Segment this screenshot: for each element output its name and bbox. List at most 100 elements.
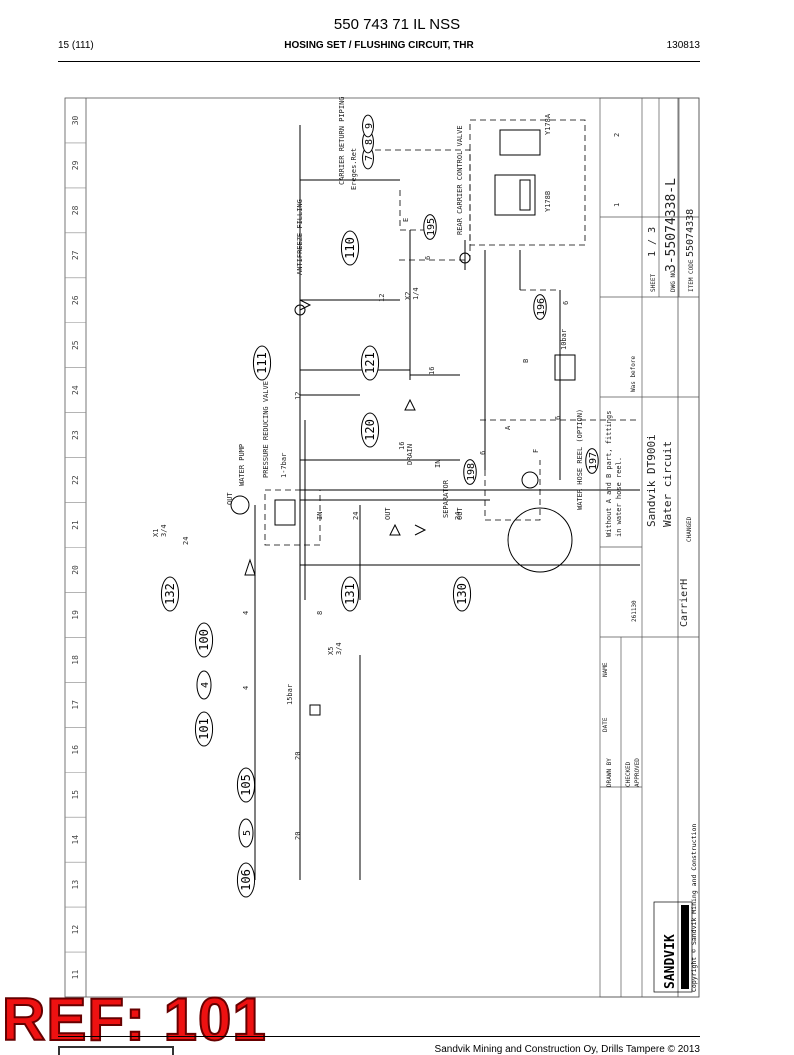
label-x1: X1 <box>152 529 160 537</box>
label-n24a: 24 <box>182 537 190 545</box>
header-row: 15 (111) HOSING SET / FLUSHING CIRCUIT, … <box>58 40 700 56</box>
callout-number: 120 <box>363 419 377 441</box>
callout-outline <box>194 622 214 658</box>
column-number: 26 <box>71 295 80 305</box>
callout-number: 196 <box>536 298 547 316</box>
revision-2: 2 <box>613 133 621 137</box>
callout-outline <box>236 862 256 898</box>
callout-b198: 198 <box>463 459 477 485</box>
name-col-label: NAME <box>602 662 609 677</box>
product-name: Sandvik DT900i <box>645 434 658 527</box>
footer-rule <box>58 1036 700 1037</box>
callout-outline <box>238 818 254 848</box>
callout-outline <box>360 345 380 381</box>
dwg-label: DWG NO <box>670 270 677 292</box>
label-out1: OUT <box>226 492 234 505</box>
label-n6c: 6 <box>554 416 562 420</box>
column-number: 30 <box>71 115 80 125</box>
label-n12a: 12 <box>378 294 386 302</box>
sandvik-logo: SANDVIK <box>663 934 678 989</box>
footer-company: Sandvik Mining and Construction Oy, Dril… <box>434 1044 700 1055</box>
sheet-number: 1 / 3 <box>647 227 658 257</box>
label-pressure_range: 1-7bar <box>280 453 288 478</box>
callout-b9: 9 <box>362 114 375 138</box>
callout-b131: 131 <box>340 576 360 612</box>
reference-stamp: REF: 101 <box>1 986 267 1053</box>
callout-b100: 100 <box>194 622 214 658</box>
callout-b105: 105 <box>236 767 256 803</box>
label-n4a: 4 <box>242 611 250 615</box>
callout-number: 132 <box>163 583 177 605</box>
label-n24b: 24 <box>352 512 360 520</box>
column-number: 22 <box>71 475 80 485</box>
column-number: 11 <box>71 970 80 980</box>
callout-outline <box>340 230 360 266</box>
callout-number: 198 <box>466 463 477 481</box>
item-code-label: ITEM CODE <box>688 259 695 292</box>
label-n16b: 16 <box>398 442 406 450</box>
column-number: 18 <box>71 655 80 665</box>
callout-b110: 110 <box>340 230 360 266</box>
label-n16a: 16 <box>428 367 436 375</box>
label-out2: OUT <box>384 507 392 520</box>
components <box>230 129 576 716</box>
callout-outline <box>252 345 272 381</box>
callout-b101: 101 <box>194 711 214 747</box>
callout-number: 7 <box>364 155 375 161</box>
label-sE: E <box>402 218 410 222</box>
column-ruler <box>65 142 86 953</box>
callout-b121: 121 <box>360 345 380 381</box>
callout-number: 100 <box>197 629 211 651</box>
label-n12b: 12 <box>294 392 302 400</box>
callout-number: 121 <box>363 352 377 374</box>
column-number: 16 <box>71 745 80 755</box>
callout-b106: 106 <box>236 862 256 898</box>
label-rear_valve: REAR CARRIER CONTROL VALVE <box>456 125 464 235</box>
callout-number: 105 <box>239 774 253 796</box>
label-n24c: 24 <box>454 512 462 520</box>
label-x2s: 1/4 <box>412 287 420 300</box>
callout-number: 197 <box>588 452 599 470</box>
drawing-number: 3-55074338-L <box>664 178 679 272</box>
callout-outline <box>452 576 472 612</box>
label-x5s: 3/4 <box>335 642 343 655</box>
label-sF: F <box>532 449 540 453</box>
column-number: 17 <box>71 700 80 710</box>
label-pressure_valve: PRESSURE REDUCING VALVE <box>262 381 270 478</box>
column-number: 24 <box>71 385 80 395</box>
callout-number: 110 <box>343 237 357 259</box>
label-return_sub: Ereges.Ret <box>350 148 358 190</box>
callout-b196: 196 <box>533 294 547 320</box>
callout-outline <box>533 294 547 320</box>
label-water_pump: WATER PUMP <box>238 444 246 486</box>
label-x2: X2 <box>404 292 412 300</box>
label-n4b: 4 <box>242 686 250 690</box>
callout-b111: 111 <box>252 345 272 381</box>
callout-outline <box>585 448 599 474</box>
dashed-boundaries <box>264 119 640 546</box>
callout-b195: 195 <box>423 214 437 240</box>
drawing-frame <box>64 97 700 998</box>
checked-label: CHECKED <box>625 761 632 787</box>
callout-number: 131 <box>343 583 357 605</box>
column-number: 28 <box>71 205 80 215</box>
approved-label: APPROVED <box>634 758 641 787</box>
column-number: 23 <box>71 430 80 440</box>
item-code: 55074338 <box>685 209 696 257</box>
label-n8: 8 <box>316 611 324 615</box>
callout-number: 8 <box>364 139 375 145</box>
label-bar10: 10bar <box>560 329 568 350</box>
callout-outline <box>196 670 212 700</box>
piping-lines <box>254 125 640 880</box>
callout-outline <box>236 767 256 803</box>
label-n6a: 6 <box>424 256 432 260</box>
callout-outline <box>160 576 180 612</box>
callout-number: 111 <box>255 352 269 374</box>
callout-b130: 130 <box>452 576 472 612</box>
column-number: 29 <box>71 160 80 170</box>
label-in1: IN <box>316 512 324 520</box>
revision-1: 1 <box>613 203 621 207</box>
